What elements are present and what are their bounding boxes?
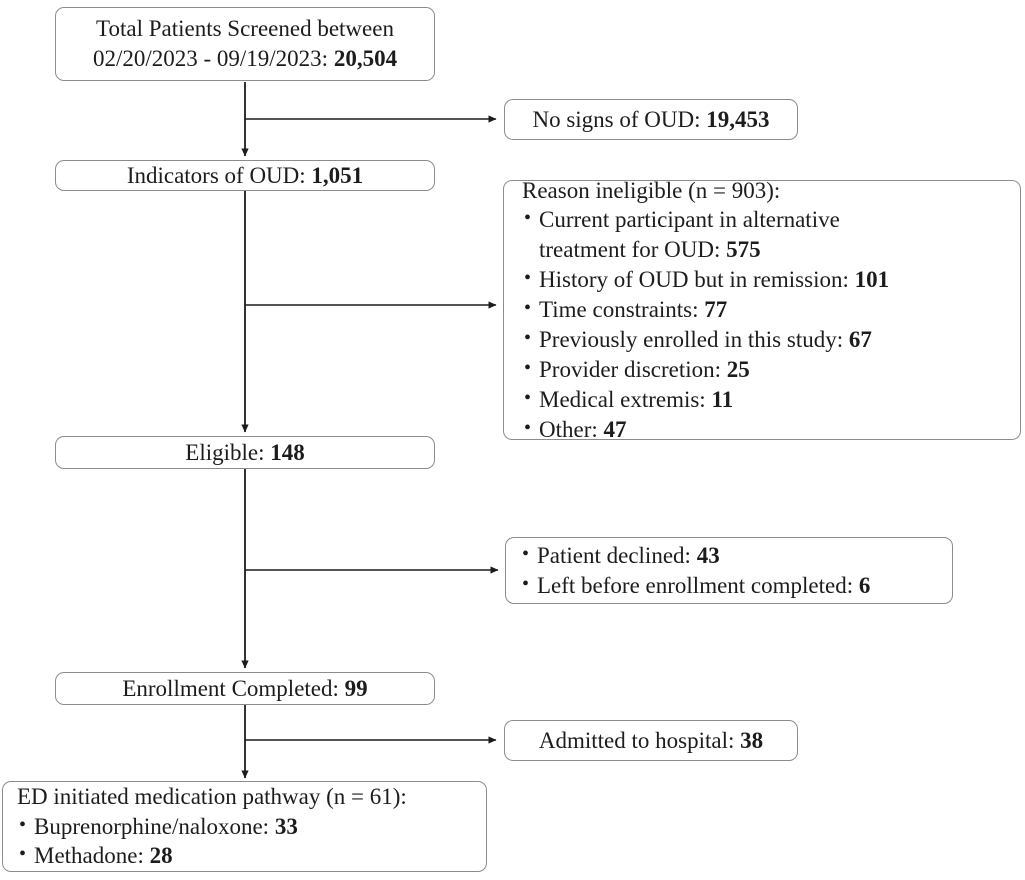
node-reason-ineligible: Reason ineligible (n = 903): Current par… bbox=[503, 178, 1021, 442]
ed-pathway-heading: ED initiated medication pathway (n = 61)… bbox=[17, 783, 407, 809]
ineligible-list: Current participant in alternativetreatm… bbox=[522, 205, 1010, 444]
eligible-count: 148 bbox=[270, 439, 305, 465]
list-item: Left before enrollment completed: 6 bbox=[520, 571, 942, 601]
indicators-count: 1,051 bbox=[311, 162, 364, 188]
ineligible-item-6-label: Other: bbox=[539, 416, 604, 442]
enrollment-label: Enrollment Completed: bbox=[122, 675, 345, 701]
enrollment-count: 99 bbox=[344, 675, 368, 701]
screened-count: 20,504 bbox=[333, 46, 398, 71]
not-enrolled-item-1-value: 6 bbox=[858, 572, 871, 598]
screened-line-2: 02/20/2023 - 09/19/2023: 20,504 bbox=[56, 44, 434, 74]
node-enrollment-completed: Enrollment Completed: 99 bbox=[55, 672, 435, 705]
node-ed-initiated-medication-pathway: ED initiated medication pathway (n = 61)… bbox=[2, 781, 487, 872]
ineligible-item-3-value: 67 bbox=[848, 326, 872, 352]
ineligible-item-2-value: 77 bbox=[704, 297, 728, 323]
list-item: Buprenorphine/naloxone: 33 bbox=[17, 812, 476, 842]
not-enrolled-item-0-value: 43 bbox=[696, 542, 720, 568]
ineligible-item-5-value: 11 bbox=[711, 386, 734, 412]
no-signs-label: No signs of OUD: bbox=[532, 106, 707, 132]
ineligible-item-0-value: 575 bbox=[726, 237, 761, 263]
no-signs-line: No signs of OUD: 19,453 bbox=[505, 105, 797, 135]
eligible-label: Eligible: bbox=[185, 439, 271, 465]
ineligible-item-1-label: History of OUD but in remission: bbox=[539, 267, 855, 293]
list-item: History of OUD but in remission: 101 bbox=[522, 265, 1010, 295]
list-item: Patient declined: 43 bbox=[520, 541, 942, 571]
admitted-line: Admitted to hospital: 38 bbox=[505, 726, 797, 756]
not-enrolled-list: Patient declined: 43 Left before enrollm… bbox=[520, 541, 942, 601]
node-no-signs-of-oud: No signs of OUD: 19,453 bbox=[504, 99, 798, 140]
ed-pathway-list: Buprenorphine/naloxone: 33 Methadone: 28 bbox=[17, 812, 476, 872]
node-indicators-of-oud: Indicators of OUD: 1,051 bbox=[55, 160, 435, 191]
ineligible-item-0-label: Current participant in alternative bbox=[539, 207, 840, 233]
indicators-label: Indicators of OUD: bbox=[126, 162, 312, 188]
node-not-enrolled-reasons: Patient declined: 43 Left before enrollm… bbox=[505, 537, 953, 604]
list-item: Provider discretion: 25 bbox=[522, 355, 1010, 385]
admitted-label: Admitted to hospital: bbox=[538, 727, 741, 753]
eligible-line: Eligible: 148 bbox=[56, 438, 434, 468]
ineligible-item-6-value: 47 bbox=[603, 416, 627, 442]
ed-pathway-item-0-value: 33 bbox=[274, 813, 298, 839]
list-item: Time constraints: 77 bbox=[522, 295, 1010, 325]
list-item: Medical extremis: 11 bbox=[522, 385, 1010, 415]
ineligible-item-4-value: 25 bbox=[726, 356, 750, 382]
enrollment-line: Enrollment Completed: 99 bbox=[56, 674, 434, 704]
no-signs-count: 19,453 bbox=[706, 106, 770, 132]
node-eligible: Eligible: 148 bbox=[55, 436, 435, 469]
ed-pathway-item-0-label: Buprenorphine/naloxone: bbox=[34, 813, 275, 839]
node-total-patients-screened: Total Patients Screened between 02/20/20… bbox=[55, 7, 435, 81]
ineligible-item-3-label: Previously enrolled in this study: bbox=[539, 326, 849, 352]
ineligible-item-4-label: Provider discretion: bbox=[539, 356, 727, 382]
list-item: Previously enrolled in this study: 67 bbox=[522, 325, 1010, 355]
not-enrolled-item-1-label: Left before enrollment completed: bbox=[537, 572, 859, 598]
list-item: Current participant in alternativetreatm… bbox=[522, 205, 1010, 265]
screened-date-range: 02/20/2023 - 09/19/2023: bbox=[92, 46, 334, 71]
ineligible-item-2-label: Time constraints: bbox=[539, 297, 705, 323]
list-item: Methadone: 28 bbox=[17, 841, 476, 871]
list-item: Other: 47 bbox=[522, 415, 1010, 445]
admitted-count: 38 bbox=[740, 727, 764, 753]
not-enrolled-item-0-label: Patient declined: bbox=[537, 542, 697, 568]
ineligible-item-1-value: 101 bbox=[854, 267, 890, 293]
screened-line-1: Total Patients Screened between bbox=[96, 16, 394, 42]
ed-pathway-item-1-value: 28 bbox=[149, 843, 173, 869]
ed-pathway-item-1-label: Methadone: bbox=[34, 843, 150, 869]
ineligible-item-0-label2: treatment for OUD: bbox=[539, 237, 727, 263]
ineligible-item-0-wrap: treatment for OUD: 575 bbox=[539, 235, 1010, 265]
ineligible-heading: Reason ineligible (n = 903): bbox=[522, 177, 781, 203]
node-admitted-to-hospital: Admitted to hospital: 38 bbox=[504, 720, 798, 761]
indicators-line: Indicators of OUD: 1,051 bbox=[56, 161, 434, 191]
ineligible-item-5-label: Medical extremis: bbox=[539, 386, 712, 412]
